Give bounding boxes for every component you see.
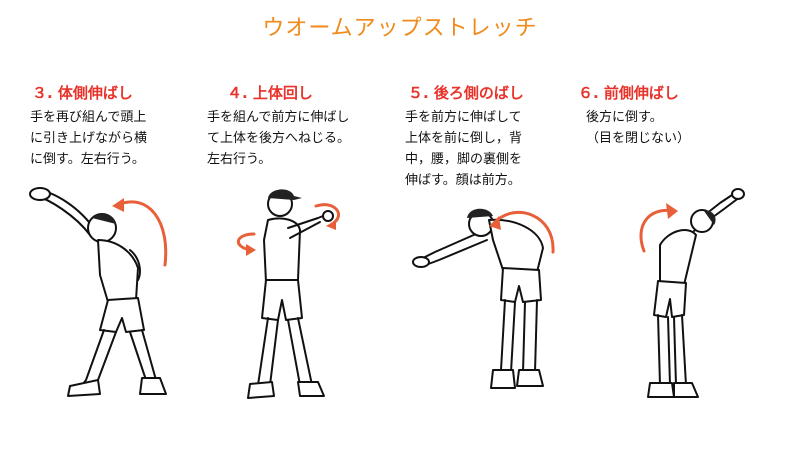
- side-bend-arrow-icon: [112, 198, 168, 267]
- step-6-heading: ６. 前側伸ばし: [578, 84, 679, 102]
- back-bend-illustration: [620, 185, 760, 410]
- forward-bend-arrow-icon: [489, 211, 555, 254]
- rotation-arrow-right-icon: [314, 203, 340, 230]
- back-bend-arrow-icon: [639, 203, 678, 253]
- rotation-arrow-left-icon: [237, 232, 256, 256]
- step-6-description: 後方に倒す。 （目を閉じない）: [586, 110, 691, 146]
- step-5-description: 手を前方に伸ばして 上体を前に倒し，背 中，腰，脚の裏側を 伸ばす。顔は前方。: [405, 110, 523, 188]
- step-3: ３. 体側伸ばし 手を再び組んで頭上 に引き上げながら横 に倒す。左右行う。: [30, 82, 202, 170]
- step-6: ６. 前側伸ばし 後方に倒す。 （目を閉じない）: [578, 82, 778, 149]
- step-5: ５. 後ろ側のばし 手を前方に伸ばして 上体を前に倒し，背 中，腰，脚の裏側を …: [405, 82, 575, 191]
- trunk-rotation-illustration: [228, 180, 358, 415]
- step-4-description: 手を組んで前方に伸ばし て上体を後方へねじる。 左右行う。: [207, 110, 351, 167]
- step-4-heading: ４. 上体回し: [227, 84, 313, 102]
- side-bend-illustration: [20, 180, 180, 410]
- step-5-heading: ５. 後ろ側のばし: [408, 84, 524, 102]
- forward-bend-illustration: [405, 190, 575, 415]
- page-title: ウオームアップストレッチ: [262, 16, 538, 41]
- step-4: ４. 上体回し 手を組んで前方に伸ばし て上体を後方へねじる。 左右行う。: [207, 82, 397, 170]
- step-3-heading: ３. 体側伸ばし: [32, 84, 133, 102]
- step-3-description: 手を再び組んで頭上 に引き上げながら横 に倒す。左右行う。: [30, 110, 148, 167]
